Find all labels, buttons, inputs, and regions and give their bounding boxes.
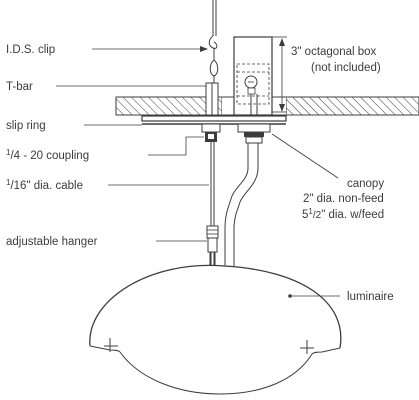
label-coupling-rest: - 20 coupling (20, 150, 89, 162)
leader-lines (56, 46, 340, 298)
feed-tube (224, 143, 259, 275)
coupling (201, 123, 221, 142)
ids-clip (208, 35, 219, 83)
label-canopy-2: 2" dia. non-feed (303, 193, 384, 205)
label-cable-sup: 1 (6, 178, 11, 187)
octagonal-box (233, 36, 273, 120)
canopy-plate (141, 115, 287, 125)
label-cable: 1/16" dia. cable (6, 178, 83, 192)
t-bar (205, 82, 219, 116)
label-canopy-3: 51/2" dia. w/feed (302, 207, 384, 221)
label-canopy-1: canopy (347, 178, 384, 190)
luminaire-brackets (104, 338, 314, 354)
label-canopy-3-a: 5 (302, 209, 308, 221)
feed-fitting (237, 123, 271, 144)
label-ids-clip: I.D.S. clip (6, 44, 55, 56)
box-dimension (272, 36, 287, 113)
luminaire-dome (89, 264, 342, 395)
label-cable-rest: " dia. cable (26, 180, 83, 192)
label-coupling-sup: 1 (6, 148, 11, 157)
label-octagonal-box-1: 3" octagonal box (291, 46, 377, 58)
label-cable-sub: /16 (10, 180, 26, 192)
label-canopy-3-b: " dia. w/feed (321, 209, 384, 221)
label-coupling: 1/4 - 20 coupling (6, 148, 89, 162)
label-t-bar: T-bar (6, 81, 33, 93)
label-coupling-sub: /4 (10, 150, 20, 162)
label-slip-ring: slip ring (6, 120, 46, 132)
label-octagonal-box-2: (not included) (311, 62, 381, 74)
support-wire (212, 0, 217, 36)
label-canopy-3-sup: 1 (308, 207, 313, 216)
label-adjustable-hanger: adjustable hanger (6, 236, 98, 248)
label-luminaire: luminaire (347, 291, 394, 303)
label-canopy-3-sub: /2 (313, 210, 322, 221)
